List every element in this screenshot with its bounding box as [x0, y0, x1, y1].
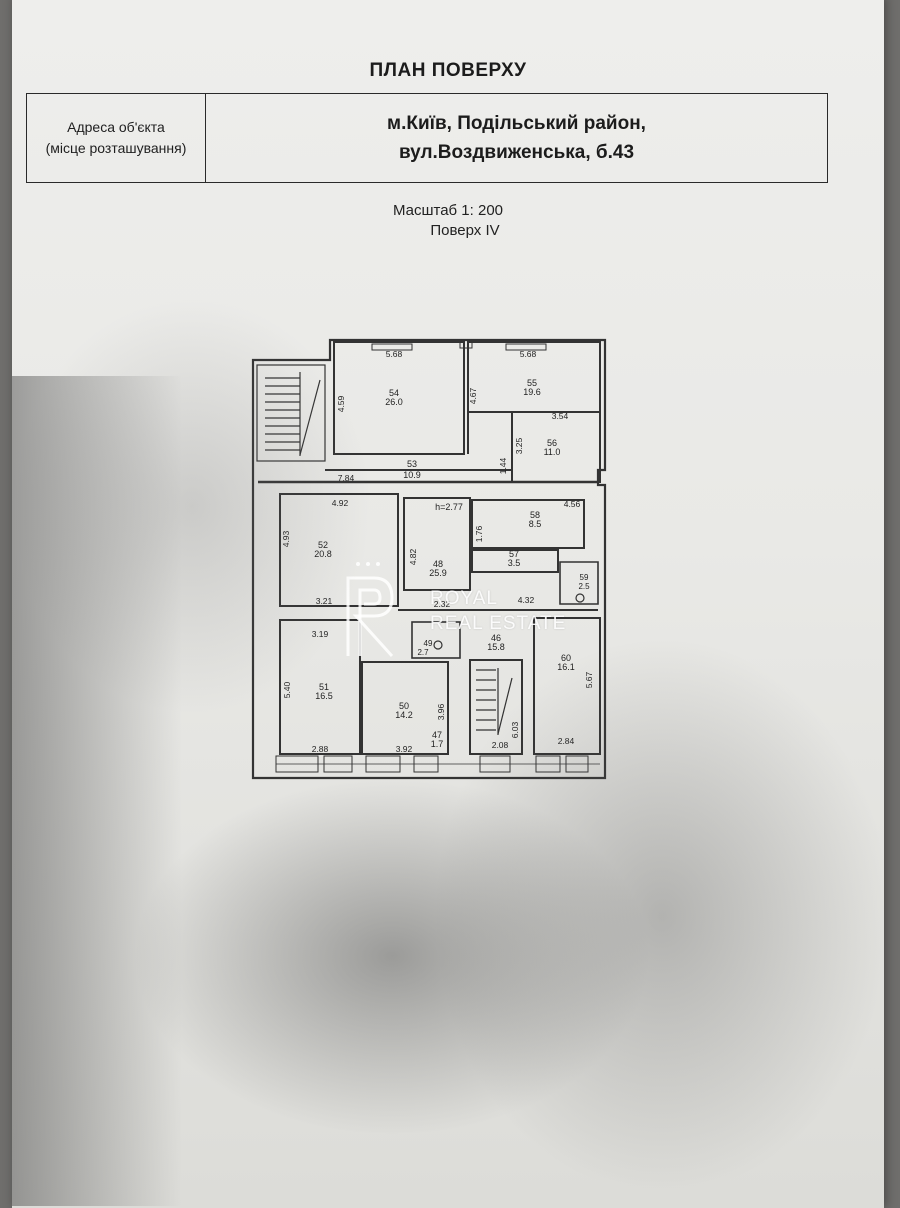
dimension-label: 3.19	[312, 629, 329, 639]
room-area: 2.5	[578, 582, 590, 591]
dimension-label: 4.92	[332, 498, 349, 508]
dimension-label: 2.88	[312, 744, 329, 754]
room-number: 49	[424, 639, 433, 648]
dimension-label: 3.25	[514, 437, 524, 454]
address-value-cell: м.Київ, Подільський район, вул.Воздвижен…	[206, 94, 827, 182]
dimension-labels: 5.68 5.68 4.59 4.67 3.54 3.25 1.44 7.84 …	[281, 349, 594, 754]
dimension-label: 3.21	[316, 596, 333, 606]
room-area: 25.9	[429, 568, 447, 578]
address-table: Адреса об'єкта (місце розташування) м.Ки…	[26, 93, 828, 183]
room-number: 46	[491, 633, 501, 643]
room-number: 51	[319, 682, 329, 692]
room-number: 57	[509, 549, 519, 559]
dimension-label: 4.59	[336, 395, 346, 412]
room-number: 50	[399, 701, 409, 711]
dimension-label: 6.03	[510, 721, 520, 738]
room-area: 16.1	[557, 662, 575, 672]
room-area: 14.2	[395, 710, 413, 720]
dimension-label: 4.32	[518, 595, 535, 605]
dimension-label: 3.96	[436, 703, 446, 720]
room-number: 47	[432, 730, 442, 740]
address-label-line2: (місце розташування)	[45, 140, 187, 156]
dimension-label: 5.67	[584, 671, 594, 688]
plan-walls	[251, 338, 607, 780]
dimension-label: 5.40	[282, 681, 292, 698]
dimension-label: 2.32	[434, 599, 451, 609]
room-area: 11.0	[544, 447, 561, 457]
dimension-label: 4.93	[281, 530, 291, 547]
dimension-label: 4.82	[408, 548, 418, 565]
room-area: 1.7	[431, 739, 444, 749]
room-area: 2.7	[417, 648, 429, 657]
room-area: 20.8	[314, 549, 332, 559]
room-labels: 54 26.0 55 19.6 56 11.0 53 10.9 52 20.8 …	[314, 378, 590, 749]
room-area: 16.5	[315, 691, 333, 701]
room-number: 58	[530, 510, 540, 520]
dimension-label: 2.08	[492, 740, 509, 750]
room-number: 60	[561, 653, 571, 663]
document-title: ПЛАН ПОВЕРХУ	[369, 60, 527, 81]
address-label-line1: Адреса об'єкта	[67, 119, 165, 135]
scale-text: Масштаб 1: 200	[392, 202, 504, 219]
scale-block: Масштаб 1: 200 Поверх IV	[12, 201, 884, 241]
room-number: 52	[318, 540, 328, 550]
dimension-label: 7.84	[338, 473, 355, 483]
room-area: 15.8	[487, 642, 505, 652]
dimension-label: 5.68	[386, 349, 403, 359]
room-number: 56	[547, 438, 557, 448]
room-area: 19.6	[523, 387, 541, 397]
room-number: 53	[407, 459, 417, 469]
room-number: 48	[433, 559, 443, 569]
floor-plan: 54 26.0 55 19.6 56 11.0 53 10.9 52 20.8 …	[251, 338, 607, 780]
room-area: 26.0	[385, 397, 403, 407]
address-label-cell: Адреса об'єкта (місце розташування)	[27, 94, 206, 182]
dimension-label: 5.68	[520, 349, 537, 359]
room-number: 59	[580, 573, 589, 582]
address-line2: вул.Воздвиженська, б.43	[398, 142, 635, 163]
floor-text: Поверх IV	[430, 222, 500, 239]
room-number: 54	[389, 388, 399, 398]
dimension-label: 4.56	[564, 499, 581, 509]
ceiling-height: h=2.77	[435, 502, 463, 512]
room-area: 10.9	[403, 470, 421, 480]
room-number: 55	[527, 378, 537, 388]
room-area: 8.5	[529, 519, 542, 529]
dimension-label: 1.44	[498, 457, 508, 474]
dimension-label: 3.54	[552, 411, 569, 421]
document-sheet: ПЛАН ПОВЕРХУ Адреса об'єкта (місце розта…	[12, 0, 884, 1208]
dimension-label: 1.76	[474, 525, 484, 542]
dimension-label: 2.84	[558, 736, 575, 746]
dimension-label: 4.67	[468, 387, 478, 404]
address-line1: м.Київ, Подільський район,	[387, 113, 646, 134]
room-area: 3.5	[508, 558, 521, 568]
dimension-label: 3.92	[396, 744, 413, 754]
